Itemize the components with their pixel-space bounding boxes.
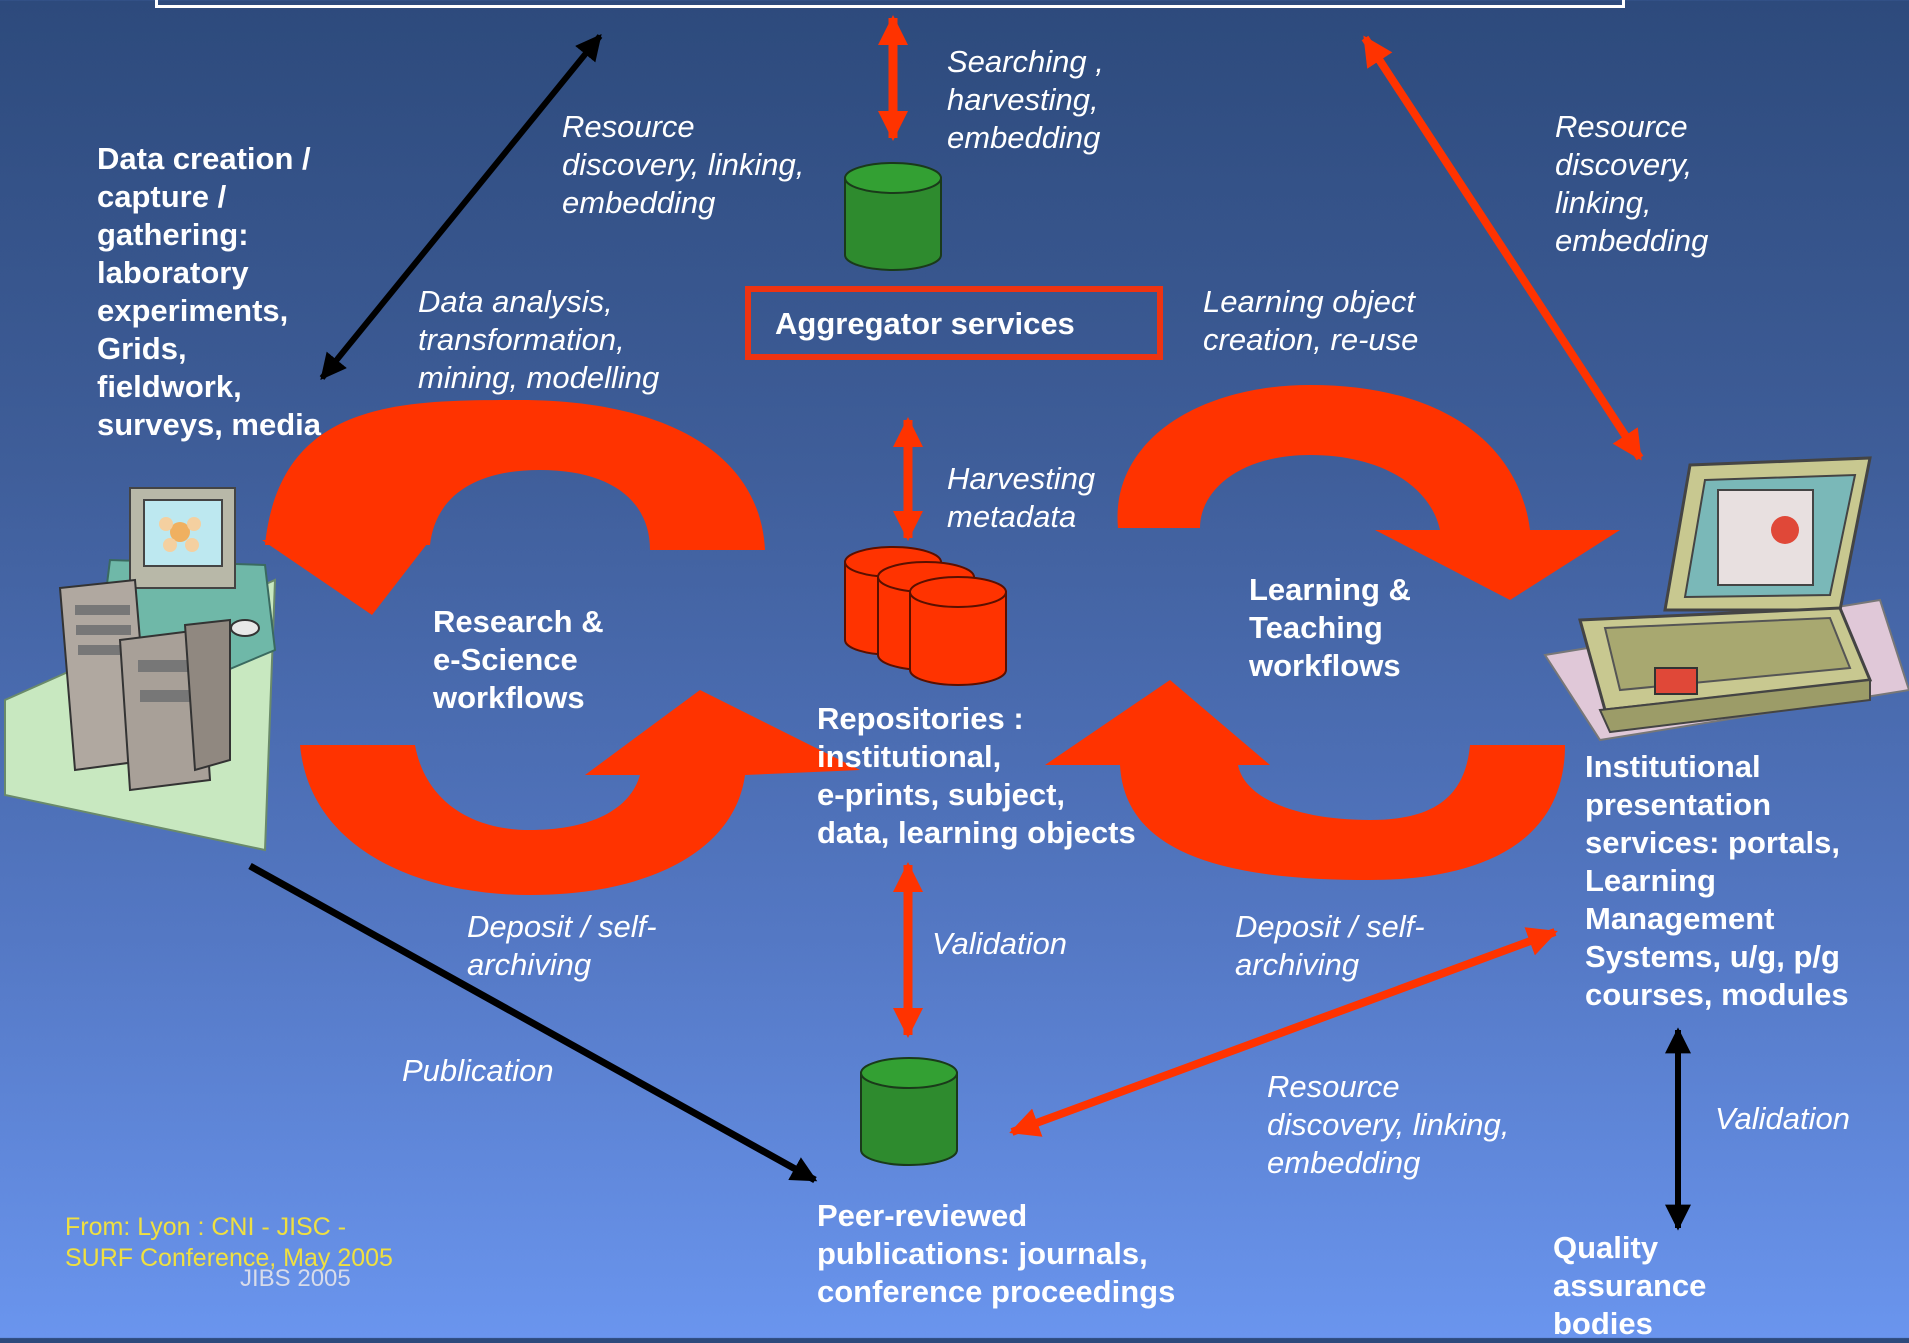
- repositories-database-icon: [844, 546, 1007, 686]
- quality-assurance-label: Quality assurance bodies: [1553, 1230, 1707, 1341]
- institutional-services-label: Institutional presentation services: por…: [1585, 749, 1849, 1012]
- footer-label: JIBS 2005: [240, 1265, 351, 1292]
- learning-workflows-label: Learning & Teaching workflows: [1249, 572, 1411, 683]
- top-box: [155, 0, 1625, 8]
- harvesting-metadata-label: Harvesting metadata: [947, 461, 1096, 534]
- learning-object-creation-label: Learning object creation, re-use: [1203, 284, 1419, 357]
- credit-label: From: Lyon : CNI - JISC - SURF Conferenc…: [65, 1213, 393, 1272]
- circular-arrow-top-right: [1117, 385, 1620, 600]
- publication-label: Publication: [402, 1053, 554, 1088]
- aggregator-label: Aggregator services: [775, 306, 1075, 341]
- aggregator-database-icon: [844, 162, 942, 271]
- validation-center-label: Validation: [932, 926, 1068, 961]
- resource-discovery-left-label: Resource discovery, linking, embedding: [562, 109, 805, 220]
- desktop-computer-icon: [4, 487, 277, 852]
- research-workflows-label: Research & e-Science workflows: [433, 604, 604, 715]
- aggregator-box: [745, 286, 1163, 360]
- deposit-left-label: Deposit / self- archiving: [467, 909, 657, 982]
- searching-label: Searching , harvesting, embedding: [947, 44, 1104, 155]
- arrow-resource-discovery-right: [1361, 35, 1644, 461]
- arrow-publication: [248, 862, 818, 1184]
- deposit-right-label: Deposit / self- archiving: [1235, 909, 1425, 982]
- repositories-label: Repositories : institutional, e-prints, …: [817, 701, 1136, 850]
- arrow-resource-discovery-bottom: [1009, 927, 1558, 1137]
- circular-arrow-bottom-right: [1045, 680, 1565, 880]
- peer-reviewed-label: Peer-reviewed publications: journals, co…: [817, 1198, 1176, 1309]
- resource-discovery-bottom-label: Resource discovery, linking, embedding: [1267, 1069, 1510, 1180]
- data-creation-label: Data creation / capture / gathering: lab…: [97, 141, 322, 442]
- resource-discovery-right-label: Resource discovery, linking, embedding: [1555, 109, 1709, 258]
- data-analysis-label: Data analysis, transformation, mining, m…: [418, 284, 660, 395]
- laptop-icon: [1543, 456, 1909, 742]
- circular-arrow-bottom-left: [300, 690, 860, 895]
- arrow-data-creation: [319, 33, 603, 381]
- circular-arrow-top-left: [262, 400, 765, 615]
- peer-reviewed-database-icon: [860, 1057, 958, 1166]
- validation-right-label: Validation: [1715, 1101, 1851, 1136]
